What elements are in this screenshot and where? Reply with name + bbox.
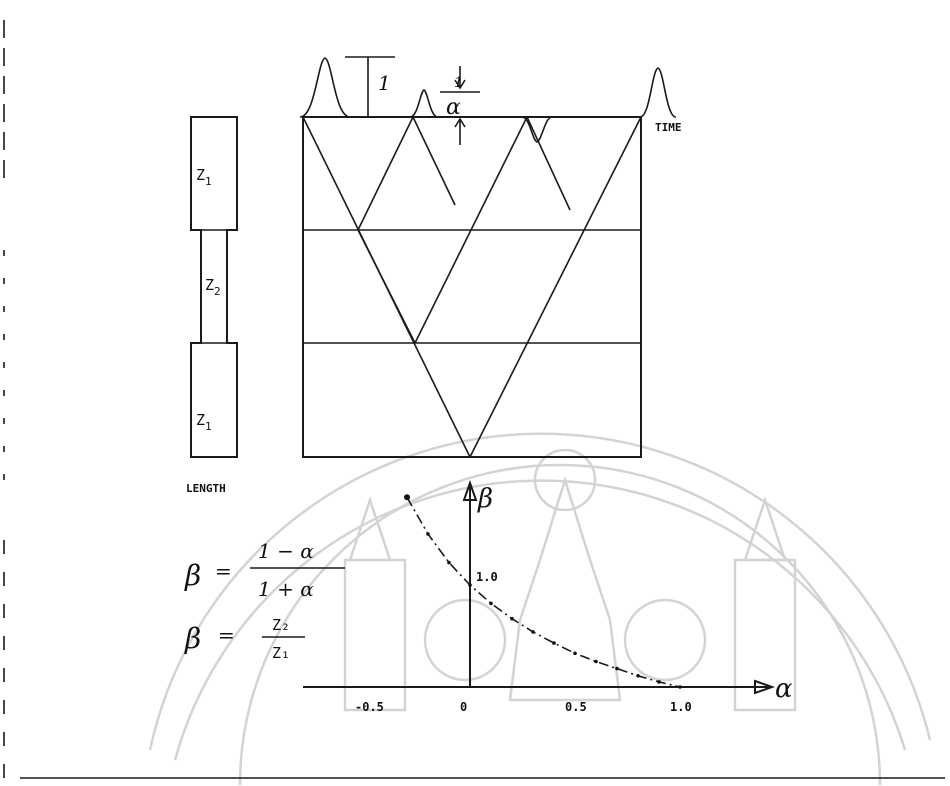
curve-point — [447, 560, 451, 565]
svg-text:Z₂: Z₂ — [272, 616, 290, 634]
curve-point — [573, 651, 577, 656]
curve-point — [510, 616, 514, 621]
curve-point — [468, 583, 472, 587]
formula-beta-impedance: β = Z₂ Z₁ — [184, 616, 305, 662]
x-tick-label: 0 — [460, 700, 467, 714]
transmitted-pulse — [639, 67, 677, 118]
formula-beta-alpha: β = 1 − α 1 + α — [184, 539, 345, 601]
curve-point — [531, 630, 535, 634]
watermark-seal — [148, 432, 932, 786]
negative-pulse — [521, 116, 553, 143]
curve-point — [678, 685, 682, 689]
y-axis-label: β — [477, 484, 493, 514]
reflected-ray-3 — [469, 116, 642, 458]
y-tick-label: 1.0 — [476, 570, 498, 584]
reflected-ray-2 — [414, 116, 528, 344]
reflected-ray-1 — [357, 116, 414, 231]
z1-bottom-label: Z1 — [196, 411, 212, 433]
x-axis-label: α — [775, 674, 793, 704]
beta-alpha-chart: α β -0.5 0 0.5 1.0 1.0 — [303, 479, 793, 714]
svg-text:α: α — [446, 95, 461, 120]
reflected-pulse — [409, 89, 439, 118]
lattice-frame — [302, 116, 642, 458]
lattice-diagram — [302, 116, 642, 458]
svg-text:=: = — [218, 623, 235, 647]
svg-text:β: β — [184, 559, 201, 592]
time-axis-label: TIME — [655, 121, 682, 134]
curve-point — [594, 659, 598, 664]
curve-point — [636, 674, 640, 678]
z1-top-label: Z1 — [196, 166, 212, 188]
svg-text:1 + α: 1 + α — [258, 577, 314, 601]
rereflected-ray-2 — [526, 116, 571, 211]
reflection-amplitude-marker: 1 α — [440, 66, 480, 145]
curve-point — [657, 680, 661, 684]
x-tick-label: 0.5 — [565, 700, 587, 714]
svg-text:1: 1 — [454, 75, 463, 91]
svg-text:1 − α: 1 − α — [258, 539, 314, 563]
curve-point — [489, 601, 493, 606]
pulse-trace — [299, 57, 677, 143]
scan-edge-marks — [3, 20, 945, 786]
transmission-line-shape — [190, 116, 238, 458]
x-tick-label: -0.5 — [355, 700, 384, 714]
rereflected-ray-1 — [412, 116, 456, 206]
length-label: LENGTH — [186, 482, 226, 495]
svg-text:1: 1 — [378, 71, 391, 95]
svg-text:Z₁: Z₁ — [272, 644, 290, 662]
transmitted-ray-1 — [357, 229, 416, 344]
curve-point — [552, 641, 556, 645]
svg-text:β: β — [184, 622, 201, 655]
svg-text:=: = — [215, 559, 232, 583]
unit-amplitude-marker: 1 — [345, 56, 395, 117]
beta-curve — [406, 496, 681, 688]
curve-point — [426, 532, 430, 536]
x-tick-label: 1.0 — [670, 700, 692, 714]
curve-point — [615, 666, 619, 671]
x-axis-arrow — [754, 679, 776, 695]
curve-point — [404, 494, 410, 501]
incident-pulse — [299, 57, 351, 118]
y-axis-arrow — [462, 479, 478, 501]
z2-label: Z2 — [205, 276, 221, 298]
